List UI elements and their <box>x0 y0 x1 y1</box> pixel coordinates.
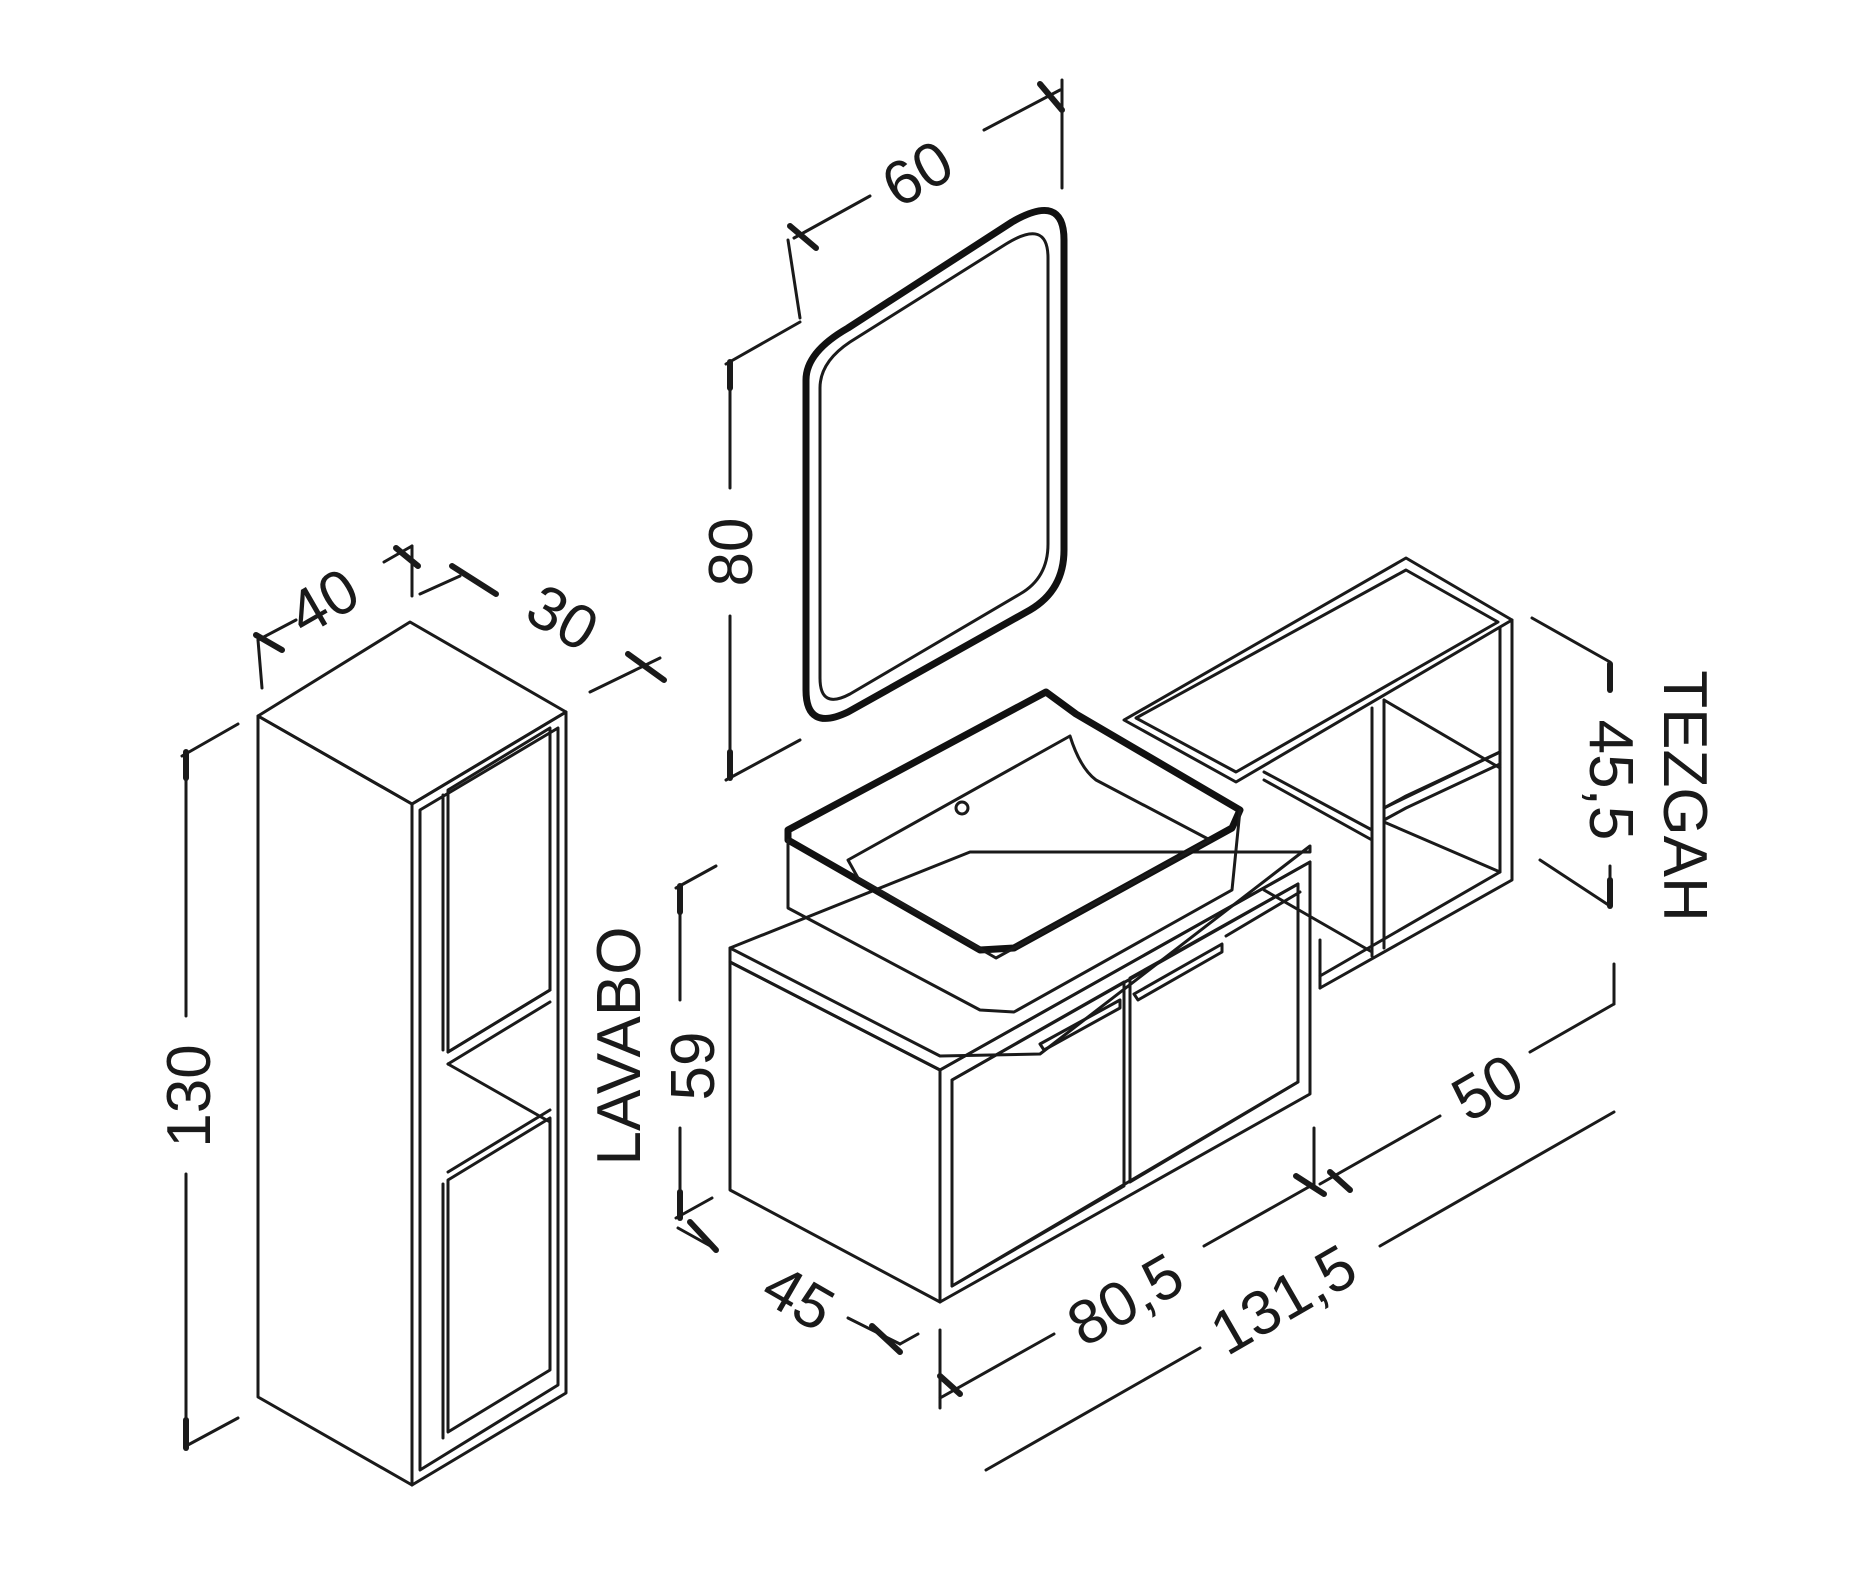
tall-cabinet <box>256 620 568 1487</box>
total-width-label: 131,5 <box>1199 1232 1368 1369</box>
dimension-lines <box>180 78 1616 1472</box>
counter-shelf-unit <box>1122 556 1514 990</box>
counter-shelf-height-label: 45,5 <box>1576 720 1645 841</box>
counter-shelf-label: TEZGAH <box>1650 670 1719 921</box>
sink-unit-height-label: 59 <box>659 1032 728 1101</box>
tall-cabinet-height-label: 130 <box>155 1044 224 1147</box>
sink-unit-label: LAVABO <box>585 927 654 1166</box>
counter-shelf-depth-label: 50 <box>1441 1041 1535 1135</box>
mirror-width-label: 60 <box>871 127 965 221</box>
mirror <box>802 206 1068 722</box>
sink-unit-width-label: 80,5 <box>1056 1240 1195 1360</box>
sink-unit-depth-label: 45 <box>751 1251 845 1345</box>
mirror-height-label: 80 <box>697 518 766 587</box>
sink-vanity-unit <box>728 688 1312 1304</box>
tall-cabinet-depth-label: 30 <box>515 571 609 665</box>
tall-cabinet-width-label: 40 <box>277 555 371 649</box>
